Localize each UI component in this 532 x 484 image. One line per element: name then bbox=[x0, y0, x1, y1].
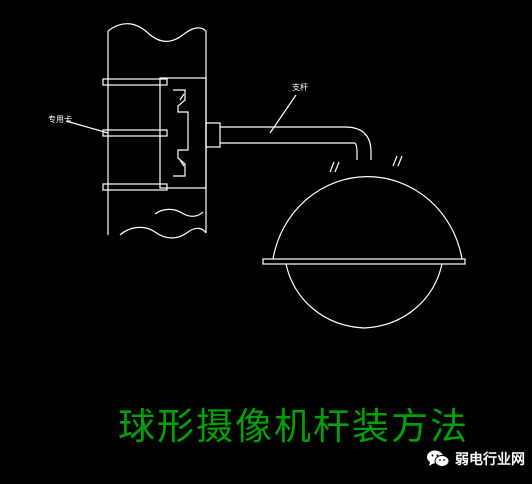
bracket-label: 专用卡 bbox=[48, 114, 72, 124]
pole-top-break bbox=[107, 23, 207, 42]
clamp-band-middle bbox=[102, 129, 168, 137]
mount-plate-profile bbox=[173, 89, 189, 177]
arm bbox=[205, 122, 372, 160]
clamp-band-top bbox=[102, 78, 168, 86]
dome-rim bbox=[262, 258, 466, 265]
bracket-leader-line bbox=[65, 120, 109, 134]
arm-leader-line bbox=[269, 94, 297, 134]
drawing-title: 球形摄像机杆装方法 bbox=[118, 405, 469, 448]
clamp-hook-line bbox=[179, 93, 185, 101]
wechat-icon bbox=[427, 450, 450, 467]
arm-label: 支杆 bbox=[292, 82, 308, 92]
dome-upper-hemisphere bbox=[272, 176, 463, 260]
break-mark bbox=[397, 155, 403, 167]
break-mark bbox=[334, 161, 340, 173]
dome-camera bbox=[262, 155, 466, 329]
break-mark bbox=[392, 155, 398, 167]
pole-bottom-break bbox=[119, 226, 207, 239]
watermark: 弱电行业网 bbox=[426, 449, 525, 469]
watermark-text: 弱电行业网 bbox=[455, 452, 525, 468]
arm-elbow-inner bbox=[354, 142, 358, 153]
clamp-hook-line-2 bbox=[179, 159, 185, 167]
pole-lower-inner-break bbox=[154, 208, 204, 217]
clamp-bands bbox=[102, 77, 207, 191]
arm-elbow-outer bbox=[344, 126, 372, 153]
dome-lower-cover bbox=[285, 263, 443, 329]
pole bbox=[107, 23, 207, 239]
arm-collar bbox=[205, 122, 221, 148]
break-mark bbox=[329, 161, 335, 173]
clamp-band-bottom bbox=[102, 183, 168, 191]
